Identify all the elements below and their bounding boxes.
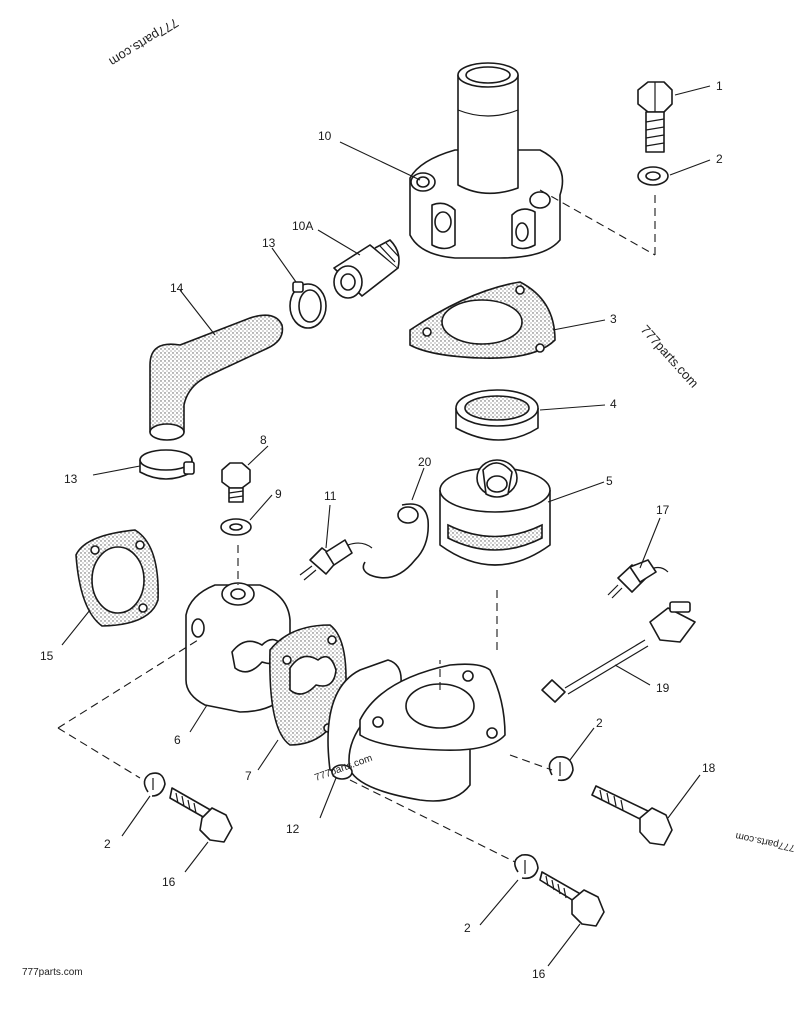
callout-15: 15 (40, 649, 54, 663)
housing-gasket (409, 281, 556, 359)
sensor-sleeve (333, 239, 400, 299)
bolt-1 (637, 81, 673, 153)
hose-clamp-lower (139, 449, 195, 480)
callout-8: 8 (260, 433, 267, 447)
callout-9: 9 (275, 487, 282, 501)
callout-10a: 10A (292, 219, 313, 233)
lock-washer-right-mid (548, 755, 574, 782)
callout-2-left: 2 (104, 837, 111, 851)
callout-16-bottom: 16 (532, 967, 546, 981)
watermarks: 777parts.com 777parts.com 777parts.com 7… (22, 15, 796, 978)
callout-4: 4 (610, 397, 617, 411)
bent-hose (149, 314, 284, 441)
temperature-sender (299, 539, 373, 581)
callout-labels: 1 2 10 10A 13 14 3 4 13 8 9 11 20 5 17 1… (40, 79, 723, 981)
callout-3: 3 (610, 312, 617, 326)
callout-7: 7 (245, 769, 252, 783)
lock-washer-bottom (514, 853, 539, 880)
callout-2-bottom: 2 (464, 921, 471, 935)
washer-9 (220, 518, 252, 536)
callout-5: 5 (606, 474, 613, 488)
bolt-16-left (169, 787, 233, 843)
lock-washer-top (637, 166, 669, 186)
callout-20: 20 (418, 455, 432, 469)
outlet-cover-flange (359, 663, 506, 752)
thermostat (439, 459, 551, 566)
temperature-switch (607, 559, 669, 599)
bolt-16-bottom (539, 871, 605, 927)
retaining-clip (362, 503, 430, 579)
callout-10: 10 (318, 129, 332, 143)
callout-2-mid: 2 (596, 716, 603, 730)
callout-14: 14 (170, 281, 184, 295)
callout-1: 1 (716, 79, 723, 93)
callout-18: 18 (702, 761, 716, 775)
callout-19: 19 (656, 681, 670, 695)
seal-ring (455, 389, 539, 441)
callout-13-lower: 13 (64, 472, 78, 486)
bolt-8 (221, 462, 251, 503)
sensor-harness (541, 601, 696, 703)
callout-16-left: 16 (162, 875, 176, 889)
thermostat-housing (409, 62, 564, 259)
watermark-top: 777parts.com (106, 15, 181, 69)
callout-12: 12 (286, 822, 300, 836)
callout-13-upper: 13 (262, 236, 276, 250)
hose-clamp-upper (289, 281, 327, 329)
lock-washer-left (143, 772, 166, 797)
leader-lines (61, 85, 711, 967)
bolt-18 (591, 785, 673, 846)
callout-6: 6 (174, 733, 181, 747)
watermark-bottom-left: 777parts.com (22, 967, 83, 978)
watermark-far-right: 777parts.com (734, 830, 796, 853)
callout-17: 17 (656, 503, 670, 517)
assembly-lines (57, 189, 656, 863)
outlet-block (185, 582, 291, 713)
flange-gasket (75, 529, 159, 627)
callout-2-top: 2 (716, 152, 723, 166)
callout-11: 11 (324, 489, 337, 503)
watermark-right: 777parts.com (638, 322, 702, 391)
